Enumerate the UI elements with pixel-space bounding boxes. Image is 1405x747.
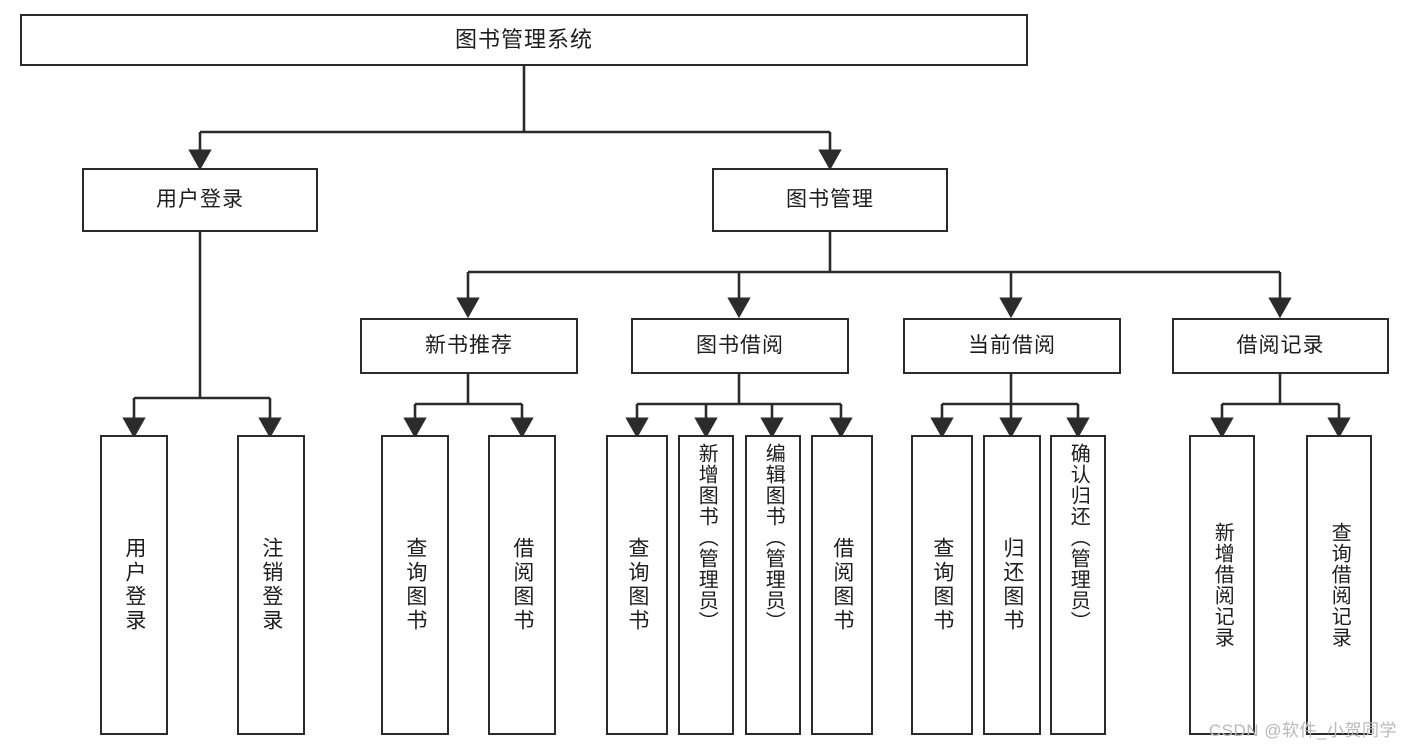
leaf-label: 编辑图书（管理员） xyxy=(762,443,785,632)
node-label: 图书管理 xyxy=(786,187,874,211)
leaf-confirm-return-admin[interactable]: 确认归还（管理员） xyxy=(1050,435,1106,735)
leaf-edit-book-admin[interactable]: 编辑图书（管理员） xyxy=(745,435,801,735)
leaf-logout[interactable]: 注销登录 xyxy=(237,435,305,735)
node-new-book-recommendation[interactable]: 新书推荐 xyxy=(360,318,578,374)
node-book-management[interactable]: 图书管理 xyxy=(712,168,948,232)
leaf-user-login[interactable]: 用户登录 xyxy=(100,435,168,735)
node-current-borrowing[interactable]: 当前借阅 xyxy=(903,318,1121,374)
leaf-label: 确认归还（管理员） xyxy=(1067,443,1090,632)
leaf-query-books-current[interactable]: 查询图书 xyxy=(911,435,973,735)
leaf-label: 查询图书 xyxy=(930,537,954,633)
node-borrowing-records[interactable]: 借阅记录 xyxy=(1172,318,1389,374)
node-user-login[interactable]: 用户登录 xyxy=(82,168,318,232)
node-label: 新书推荐 xyxy=(425,333,513,357)
leaf-query-books-borrowing[interactable]: 查询图书 xyxy=(606,435,668,735)
node-label: 借阅记录 xyxy=(1236,333,1325,357)
leaf-label: 用户登录 xyxy=(122,537,146,633)
leaf-query-borrowing-record[interactable]: 查询借阅记录 xyxy=(1306,435,1372,735)
leaf-label: 归还图书 xyxy=(1000,537,1024,633)
leaf-label: 新增借阅记录 xyxy=(1211,522,1234,648)
node-book-borrowing[interactable]: 图书借阅 xyxy=(631,318,849,374)
leaf-label: 新增图书（管理员） xyxy=(695,443,718,632)
leaf-add-borrowing-record[interactable]: 新增借阅记录 xyxy=(1189,435,1255,735)
leaf-label: 查询借阅记录 xyxy=(1328,522,1351,648)
leaf-borrow-books-borrowing[interactable]: 借阅图书 xyxy=(811,435,873,735)
node-label: 图书借阅 xyxy=(696,333,784,357)
leaf-label: 注销登录 xyxy=(259,537,283,633)
leaf-label: 借阅图书 xyxy=(830,537,854,633)
leaf-return-books[interactable]: 归还图书 xyxy=(983,435,1041,735)
leaf-label: 查询图书 xyxy=(403,537,427,633)
node-root-library-management-system[interactable]: 图书管理系统 xyxy=(20,14,1028,66)
leaf-borrow-books-recommendation[interactable]: 借阅图书 xyxy=(488,435,556,735)
csdn-watermark: CSDN @软件_小贺同学 xyxy=(1208,721,1397,740)
leaf-query-books-recommendation[interactable]: 查询图书 xyxy=(381,435,449,735)
leaf-label: 查询图书 xyxy=(625,537,649,633)
leaf-add-book-admin[interactable]: 新增图书（管理员） xyxy=(678,435,734,735)
leaf-label: 借阅图书 xyxy=(510,537,534,633)
node-label: 当前借阅 xyxy=(968,333,1056,357)
node-label: 用户登录 xyxy=(156,187,244,211)
node-label: 图书管理系统 xyxy=(454,27,593,53)
